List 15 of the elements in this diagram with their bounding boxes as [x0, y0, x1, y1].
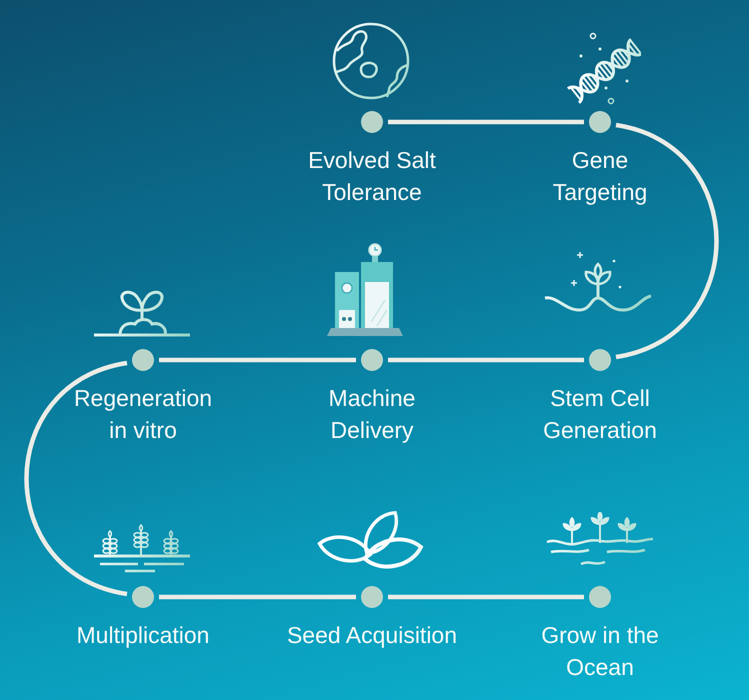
step-label: Machine Delivery	[328, 384, 416, 445]
step-label: Evolved Salt Tolerance	[307, 146, 437, 207]
connector-line	[388, 358, 584, 362]
connector-line	[159, 358, 356, 362]
step-label: Grow in the Ocean	[540, 621, 660, 682]
step-label: Stem Cell Generation	[542, 384, 658, 445]
step-label: Multiplication	[76, 621, 210, 650]
connector-line	[159, 594, 356, 600]
step-label: Gene Targeting	[552, 146, 648, 207]
step-label: Regeneration in vitro	[72, 384, 214, 445]
step-label: Seed Acquisition	[286, 621, 458, 650]
connector-line	[615, 122, 719, 360]
connector-line	[388, 594, 584, 600]
connector-line	[388, 120, 584, 124]
connector-line	[24, 360, 128, 596]
